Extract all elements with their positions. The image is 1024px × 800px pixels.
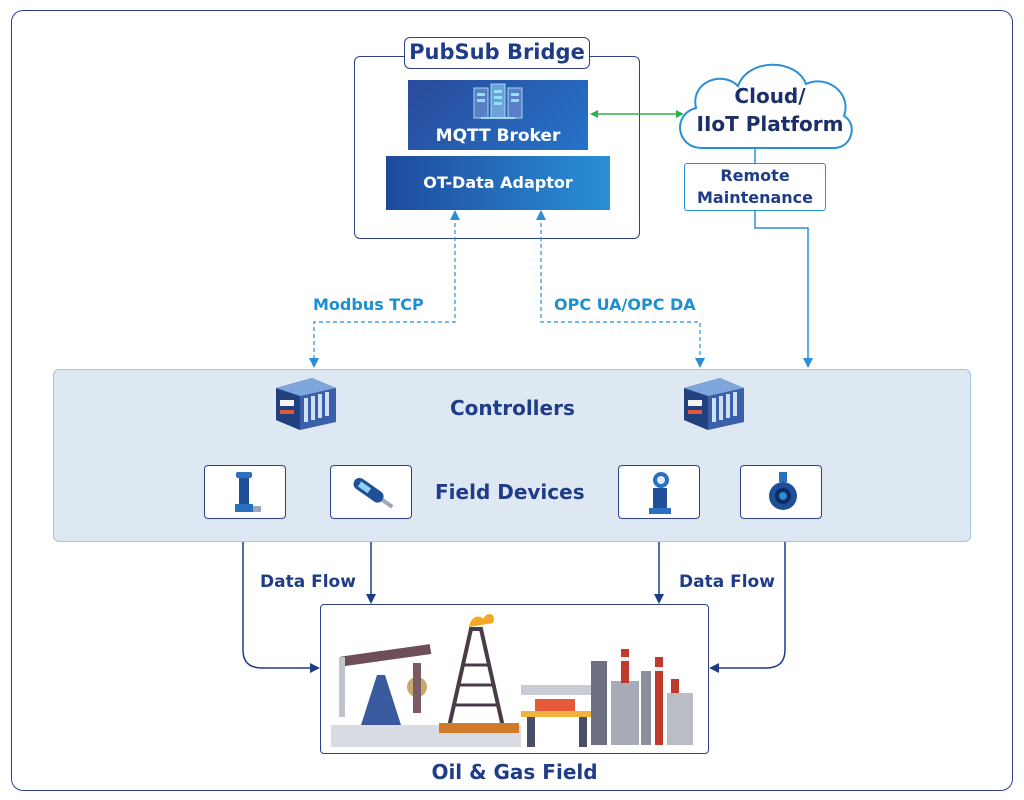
mqtt-broker-block: MQTT Broker bbox=[408, 80, 588, 150]
oil-gas-scene bbox=[331, 614, 693, 747]
remote-maintenance-box: Remote Maintenance bbox=[684, 163, 826, 211]
opc-label: OPC UA/OPC DA bbox=[554, 295, 696, 314]
pubsub-bridge-title: PubSub Bridge bbox=[404, 37, 590, 69]
modbus-tcp-label: Modbus TCP bbox=[313, 295, 424, 314]
remote-link bbox=[754, 211, 809, 362]
device-box-4 bbox=[740, 465, 822, 519]
mqtt-broker-label: MQTT Broker bbox=[435, 126, 561, 146]
ot-data-adaptor-block: OT-Data Adaptor bbox=[386, 156, 610, 210]
pressure-sensor-icon bbox=[353, 477, 394, 509]
controllers-label: Controllers bbox=[450, 396, 575, 420]
cloud-label-line2: IIoT Platform bbox=[696, 112, 844, 136]
oil-gas-field-box bbox=[320, 604, 709, 754]
oil-gas-field-label: Oil & Gas Field bbox=[431, 760, 598, 784]
server-icon bbox=[473, 83, 523, 119]
device-box-1 bbox=[204, 465, 286, 519]
controller-icon bbox=[684, 378, 744, 430]
data-flow-right-outer bbox=[713, 527, 786, 669]
refinery-icon bbox=[591, 649, 693, 745]
controllers-panel bbox=[53, 369, 971, 542]
flowmeter-icon bbox=[235, 472, 261, 512]
controller-icon bbox=[276, 378, 336, 430]
transmitter-icon bbox=[649, 472, 671, 514]
derrick-icon bbox=[439, 614, 519, 733]
cloud-icon bbox=[679, 63, 853, 149]
data-flow-left-outer bbox=[242, 527, 316, 669]
diagram-frame bbox=[11, 10, 1013, 791]
opc-link bbox=[540, 216, 701, 362]
modbus-link bbox=[313, 216, 456, 362]
device-box-3 bbox=[618, 465, 700, 519]
device-box-2 bbox=[330, 465, 412, 519]
field-devices-label: Field Devices bbox=[435, 480, 585, 504]
data-flow-right-label: Data Flow bbox=[679, 572, 775, 592]
offshore-platform-icon bbox=[521, 685, 597, 747]
cloud-platform-label: Cloud/ IIoT Platform bbox=[690, 82, 850, 138]
remote-line1: Remote bbox=[720, 166, 790, 185]
cloud-label-line1: Cloud/ bbox=[734, 84, 806, 108]
remote-line2: Maintenance bbox=[696, 188, 813, 207]
data-flow-left-label: Data Flow bbox=[260, 572, 356, 592]
magnetic-flowmeter-icon bbox=[769, 472, 797, 510]
